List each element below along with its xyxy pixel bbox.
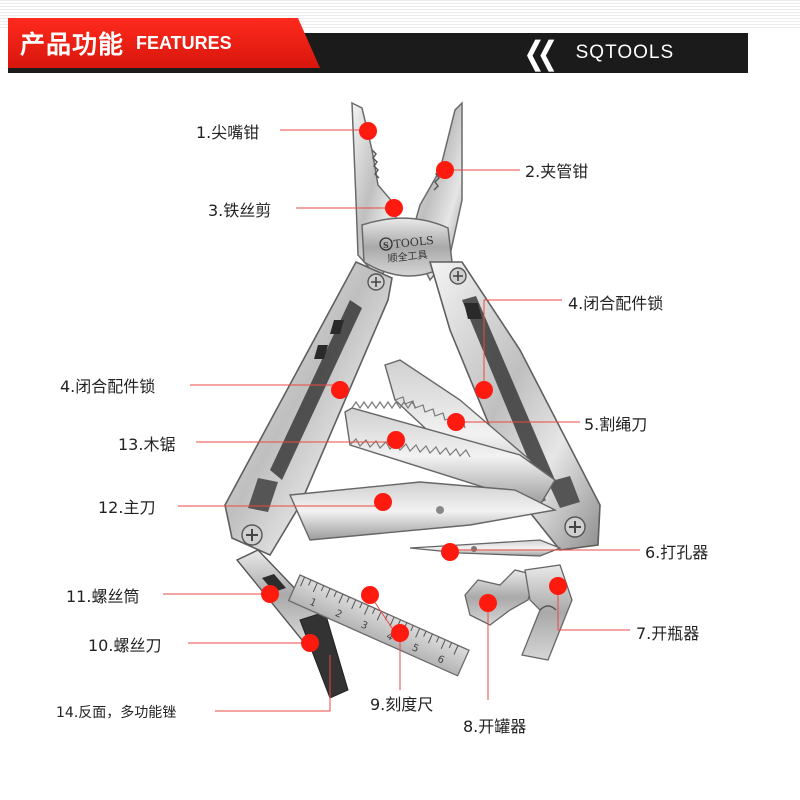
brand-logo: S TOOLS 顺全工具 [379,234,434,265]
left-handle [224,260,393,557]
label-lock-right: 4.闭合配件锁 [568,294,664,313]
header-brand-name: SQTOOLS [575,42,675,63]
screw-barrel [235,549,349,699]
marker-dot [391,624,409,642]
marker-dot [331,381,349,399]
leader-line-7 [557,586,630,631]
ruler-mark: 2 [333,608,343,621]
header-red-tab: 产品功能 FEATURES [8,18,320,68]
logo-brand-cn: 顺全工具 [387,248,428,265]
marker-dot [436,161,454,179]
marker-dot [479,594,497,612]
label-main-knife: 12.主刀 [98,498,156,517]
marker-dot [374,493,392,511]
ruler: 1 2 3 4 5 6 [287,574,470,677]
right-handle [428,261,601,551]
header-title-cn: 产品功能 [20,30,125,59]
marker-dot [359,122,377,140]
marker-dot [301,634,319,652]
label-lock-left: 4.闭合配件锁 [60,377,156,396]
label-bottle-opener: 7.开瓶器 [636,624,700,643]
logo-brand-text: TOOLS [393,234,434,251]
marker-dot [261,585,279,603]
label-pipe-pliers: 2.夹管钳 [525,162,589,181]
ruler-mark: 1 [308,597,318,610]
marker-dot [549,577,567,595]
svg-text:S: S [383,240,389,250]
logo-s-icon [379,237,393,251]
bottle-opener [521,564,573,661]
label-awl-punch: 6.打孔器 [645,543,709,562]
knife-nail-nick [436,506,444,514]
ruler-mark: 6 [436,654,446,667]
jaw-teeth-left [371,149,380,179]
can-opener [464,569,536,626]
awl-punch [409,539,562,557]
header-title-en: FEATURES [136,32,232,53]
ruler-mark: 3 [359,620,369,633]
label-rope-cutter: 5.割绳刀 [584,415,648,434]
ruler-mark: 4 [384,631,394,644]
ruler-mark: 5 [410,642,420,655]
label-ruler: 9.刻度尺 [370,695,434,714]
header-brand: ❮❮ SQTOOLS [520,33,674,73]
label-multifunction-file: 14.反面，多功能锉 [56,705,177,721]
label-can-opener: 8.开罐器 [463,717,527,736]
label-wood-saw: 13.木锯 [118,435,176,454]
marker-dot [447,413,465,431]
marker-dot [441,543,459,561]
leader-line-4r [483,299,562,390]
marker-dot [475,381,493,399]
marker-dot [387,431,405,449]
label-screwdriver: 10.螺丝刀 [88,636,162,655]
header-banner: 产品功能 FEATURES ❮❮ SQTOOLS [0,0,800,80]
main-knife-blade [288,481,558,541]
marker-dot [385,199,403,217]
marker-dot [361,586,379,604]
label-wire-cutter: 3.铁丝剪 [208,201,272,220]
label-screw-barrel: 11.螺丝筒 [66,587,140,606]
label-needle-nose-pliers: 1.尖嘴钳 [196,123,260,142]
markers [261,122,567,652]
leader-line-14 [215,655,331,712]
